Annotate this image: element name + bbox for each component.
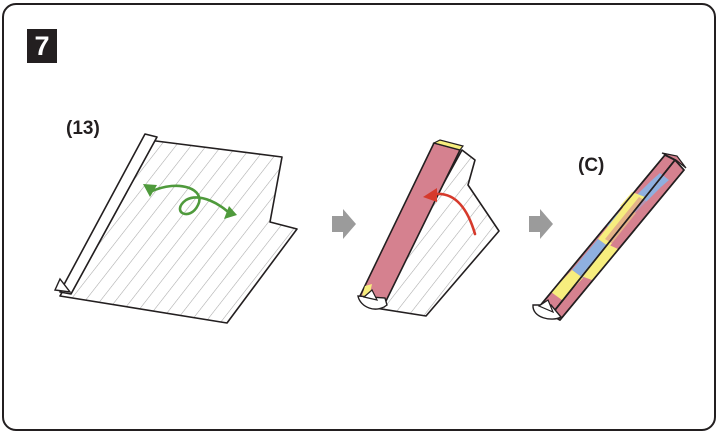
striped-sheet-figure [53, 133, 298, 324]
right-arrow-icon [529, 209, 553, 239]
result-letter-label: (C) [578, 155, 605, 176]
step-number-badge: 7 [27, 29, 57, 63]
instruction-panel [2, 3, 716, 431]
rolling-sheet-figure [357, 139, 500, 317]
curl-over-arrow-icon [423, 188, 477, 236]
piece-number-label: (13) [66, 118, 100, 139]
right-arrow-icon [332, 209, 356, 239]
rolled-stick-figure [532, 152, 687, 321]
two-way-twist-arrow-icon [143, 184, 237, 219]
